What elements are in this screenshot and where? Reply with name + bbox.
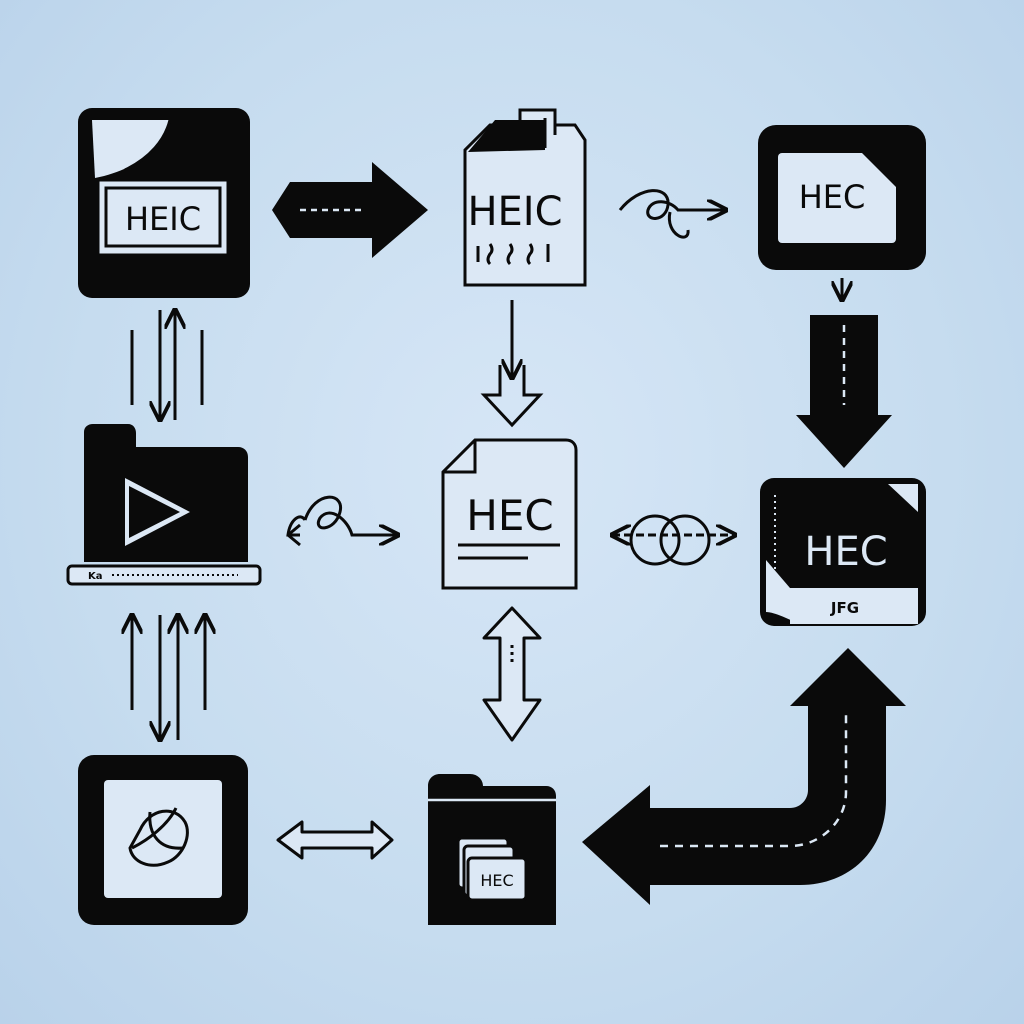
- swirl-arrow-center-left: [286, 495, 398, 547]
- hollow-arrow-horizontal-bottom: [276, 820, 394, 860]
- hec-jpg-card-sublabel: JFG: [830, 599, 859, 617]
- arrow-down-center-top: [480, 300, 544, 428]
- hec-jpg-card-label: HEC: [804, 529, 887, 575]
- heic-photo-label: HEIC: [125, 200, 201, 238]
- video-folder-node[interactable]: Ka: [66, 424, 262, 586]
- curved-block-arrow: [582, 648, 906, 905]
- video-folder-label: Ka: [88, 571, 103, 582]
- photos-app-icon: [128, 809, 189, 867]
- double-arrow-left-top: [130, 310, 204, 420]
- heic-photo-node[interactable]: HEIC: [78, 108, 250, 298]
- interlocked-arrow-center-right: [612, 514, 735, 566]
- double-arrow-left-bottom: [132, 615, 205, 740]
- block-arrow-right-top: [272, 162, 428, 258]
- block-arrow-down-right: [796, 315, 892, 468]
- swirl-arrow-top: [618, 189, 726, 239]
- hec-folder-node[interactable]: HEC: [428, 774, 556, 925]
- hec-jpg-card-node[interactable]: HEC JFG: [760, 478, 926, 626]
- hec-card-label: HEC: [799, 178, 866, 216]
- hec-folder-label: HEC: [480, 871, 513, 890]
- hec-card-node[interactable]: HEC: [758, 125, 926, 270]
- hollow-arrow-vertical-center: [482, 606, 542, 742]
- heic-document-label: HEIC: [467, 189, 562, 235]
- heic-document-node[interactable]: HEIC: [463, 108, 587, 287]
- hec-document-center-node[interactable]: HEC: [441, 438, 578, 590]
- photos-app-node[interactable]: [78, 755, 248, 925]
- hec-document-center-label: HEC: [466, 491, 553, 540]
